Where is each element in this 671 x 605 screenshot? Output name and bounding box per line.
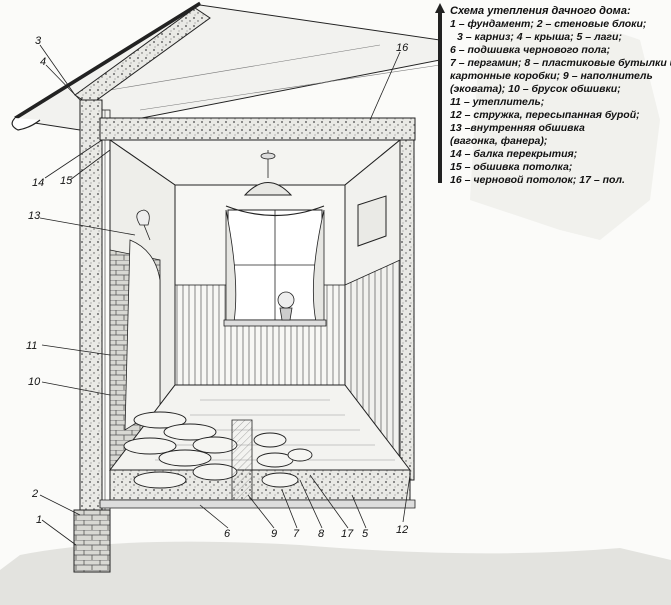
legend-line: 13 –внутренняя обшивка [450, 122, 585, 134]
roof [11, 1, 441, 131]
legend-line: 7 – пергамин; 8 – пластиковые бутылки и [450, 57, 671, 69]
callout-6: 6 [224, 528, 231, 540]
callout-8: 8 [318, 528, 325, 540]
callout-10: 10 [28, 376, 41, 388]
legend-line: 14 – балка перекрытия; [450, 148, 578, 160]
callout-3: 3 [35, 35, 42, 47]
legend-title: Схема утепления дачного дома: [450, 5, 631, 17]
bottles [123, 411, 313, 489]
legend-line: 6 – подшивка чернового пола; [450, 44, 611, 56]
callout-15: 15 [60, 175, 73, 187]
legend-line: 12 – стружка, пересыпанная бурой; [450, 109, 640, 121]
callout-17: 17 [341, 528, 354, 540]
callout-4: 4 [40, 56, 47, 68]
legend-line: (эковата); 10 – брусок обшивки; [450, 83, 621, 95]
legend-line: 1 – фундамент; 2 – стеновые блоки; [450, 18, 647, 30]
window [223, 205, 327, 327]
callout-11: 11 [26, 340, 38, 352]
wall-sconce [136, 209, 151, 241]
caption-arrow-icon [435, 3, 445, 183]
callout-5: 5 [362, 528, 369, 540]
legend-line: 15 – обшивка потолка; [450, 161, 573, 173]
callout-12: 12 [396, 524, 409, 536]
callout-2: 2 [32, 488, 39, 500]
legend-line: 11 – утеплитель; [450, 96, 545, 108]
callout-1: 1 [36, 514, 43, 526]
callout-13: 13 [28, 210, 41, 222]
callout-9: 9 [271, 528, 278, 540]
legend-line: 16 – черновой потолок; 17 – пол. [450, 174, 625, 186]
exterior-wall [73, 99, 111, 573]
legend-line: картонные коробки; 9 – наполнитель [450, 70, 653, 82]
room [99, 117, 416, 509]
leader-lines [39, 44, 411, 546]
ceiling-lamp [243, 150, 293, 196]
wall-picture [357, 195, 387, 247]
callout-14: 14 [32, 177, 45, 189]
legend-line: 3 – карниз; 4 – крыша; 5 – лаги; [457, 31, 622, 43]
legend-line: (вагонка, фанера); [450, 135, 548, 147]
callout-7: 7 [293, 528, 300, 540]
callout-16: 16 [396, 42, 409, 54]
